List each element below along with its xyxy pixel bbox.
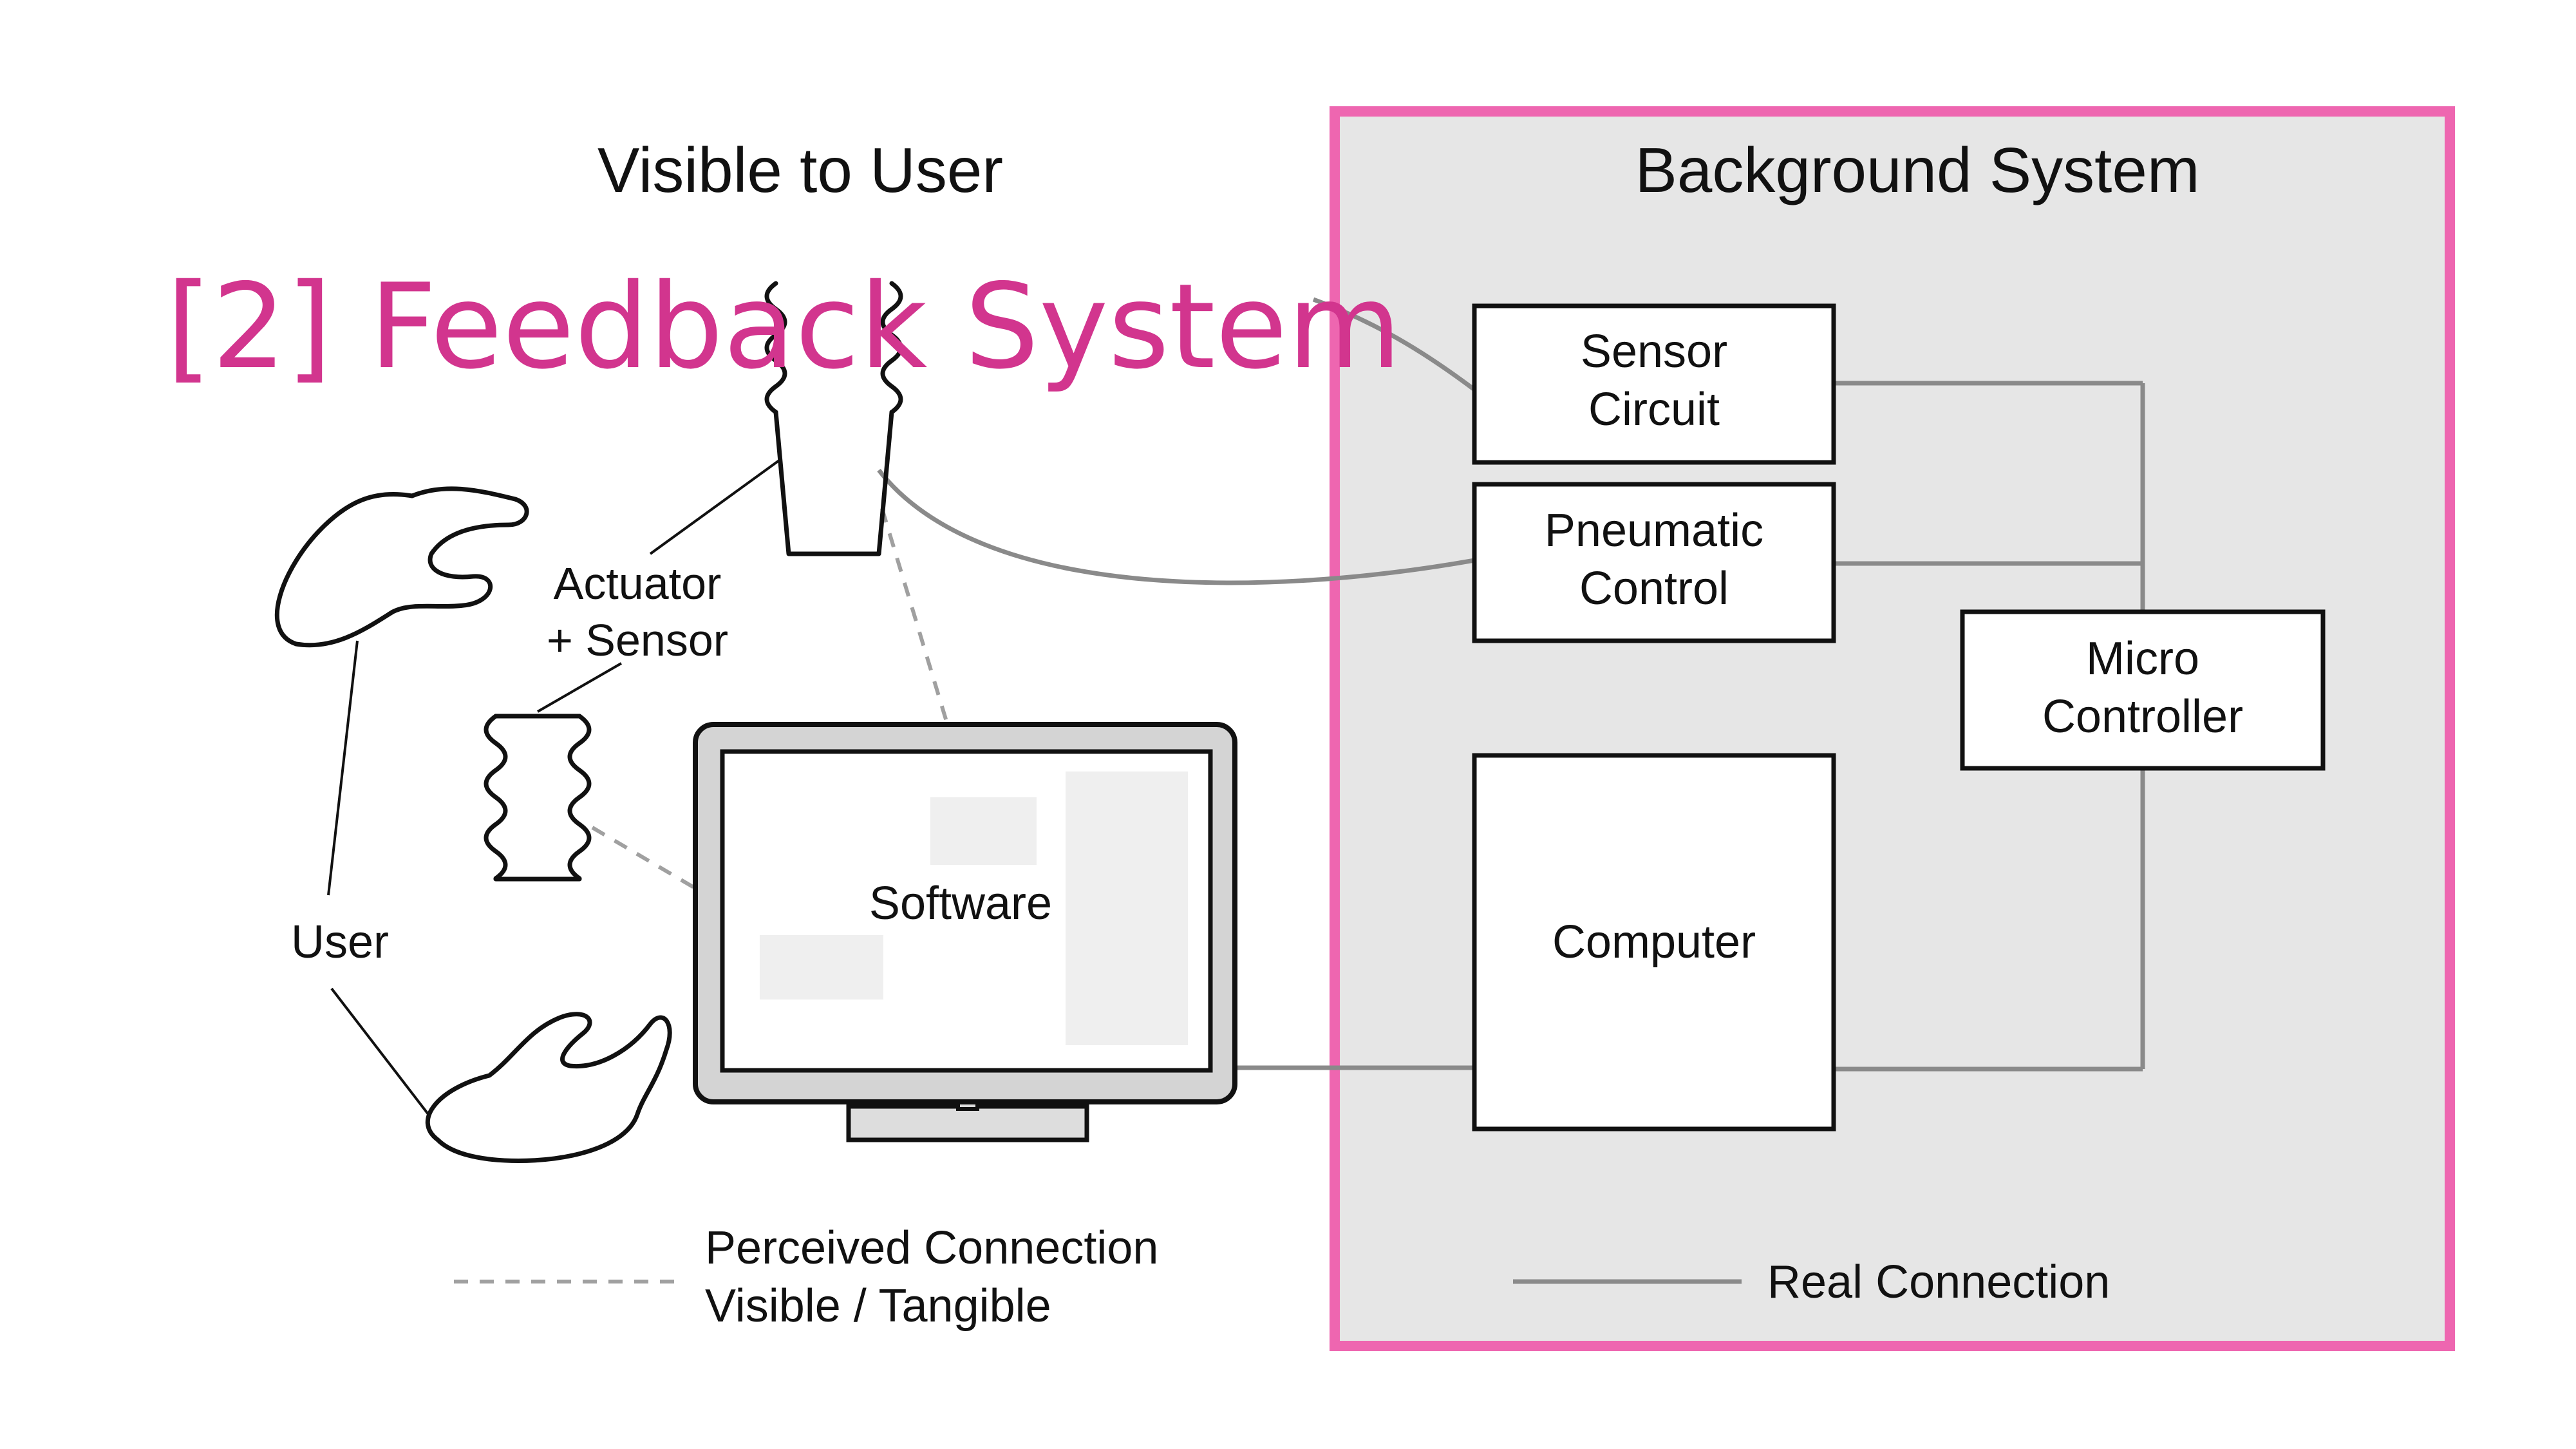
perceived-legend-line1: Perceived Connection <box>705 1222 1158 1274</box>
visible-to-user-heading: Visible to User <box>597 135 1003 205</box>
real-legend-label: Real Connection <box>1767 1256 2110 1308</box>
real-connections <box>877 297 2145 1072</box>
user-label: User <box>291 916 389 968</box>
micro-controller-box <box>1960 609 2326 771</box>
computer-label: Computer <box>1552 916 1756 968</box>
micro-controller-label-line1: Micro <box>2086 633 2199 685</box>
spring-actuator-lower-icon <box>484 714 592 882</box>
micro-controller-label-line2: Controller <box>2042 691 2243 743</box>
software-label: Software <box>869 878 1052 929</box>
actuator-sensor-label-line1: Actuator <box>554 558 722 609</box>
hand-lower-icon <box>425 1012 672 1163</box>
perceived-legend-line2: Visible / Tangible <box>705 1280 1051 1332</box>
sensor-circuit-label-line1: Sensor <box>1581 326 1727 377</box>
monitor-icon <box>693 722 1237 1142</box>
pneumatic-control-label-line2: Control <box>1579 563 1729 614</box>
sensor-circuit-box <box>1472 303 1836 465</box>
spring-actuator-icon <box>764 281 903 556</box>
pneumatic-control-box <box>1472 482 1836 643</box>
sensor-circuit-label-line2: Circuit <box>1588 384 1720 435</box>
slide-title: [2] Feedback System <box>166 258 1402 395</box>
computer-box <box>1472 753 1836 1132</box>
hand-upper-icon <box>274 486 529 648</box>
pointer-lines <box>327 459 780 1115</box>
pneumatic-control-label-line1: Pneumatic <box>1545 505 1763 556</box>
actuator-sensor-label-line2: + Sensor <box>547 615 728 665</box>
background-system-heading: Background System <box>1635 135 2200 205</box>
